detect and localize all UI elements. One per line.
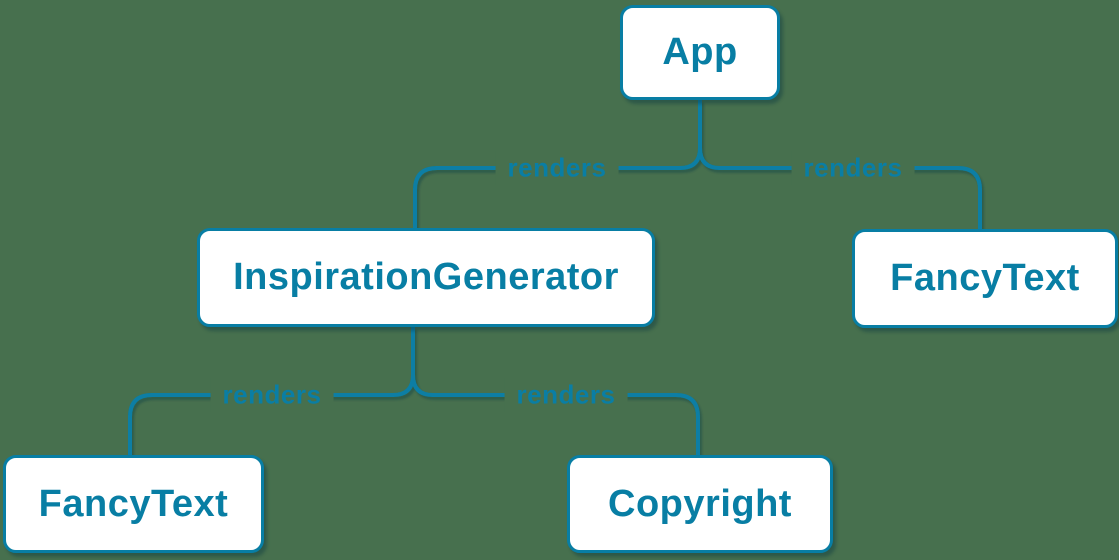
edge-label-renders-app-inspiration: renders: [495, 150, 619, 186]
node-fancy-text-bottom-label: FancyText: [38, 482, 229, 525]
node-app-label: App: [662, 31, 738, 73]
node-copyright-label: Copyright: [608, 482, 792, 525]
edge-label-renders-inspiration-fancy-text: renders: [210, 377, 334, 413]
node-fancy-text-bottom: FancyText: [3, 455, 264, 553]
node-copyright: Copyright: [567, 455, 833, 553]
edge-inspiration-generator-to-copyright: [411, 374, 700, 455]
node-inspiration-generator-label: InspirationGenerator: [233, 256, 619, 298]
node-inspiration-generator: InspirationGenerator: [197, 228, 655, 327]
node-fancy-text-top-label: FancyText: [890, 257, 1080, 299]
node-app: App: [620, 5, 780, 100]
edge-label-renders-app-fancy-text: renders: [791, 150, 915, 186]
node-fancy-text-top: FancyText: [852, 229, 1118, 328]
edge-label-renders-inspiration-copyright: renders: [504, 377, 628, 413]
edge-app-to-fancy-text-top: [698, 147, 982, 229]
